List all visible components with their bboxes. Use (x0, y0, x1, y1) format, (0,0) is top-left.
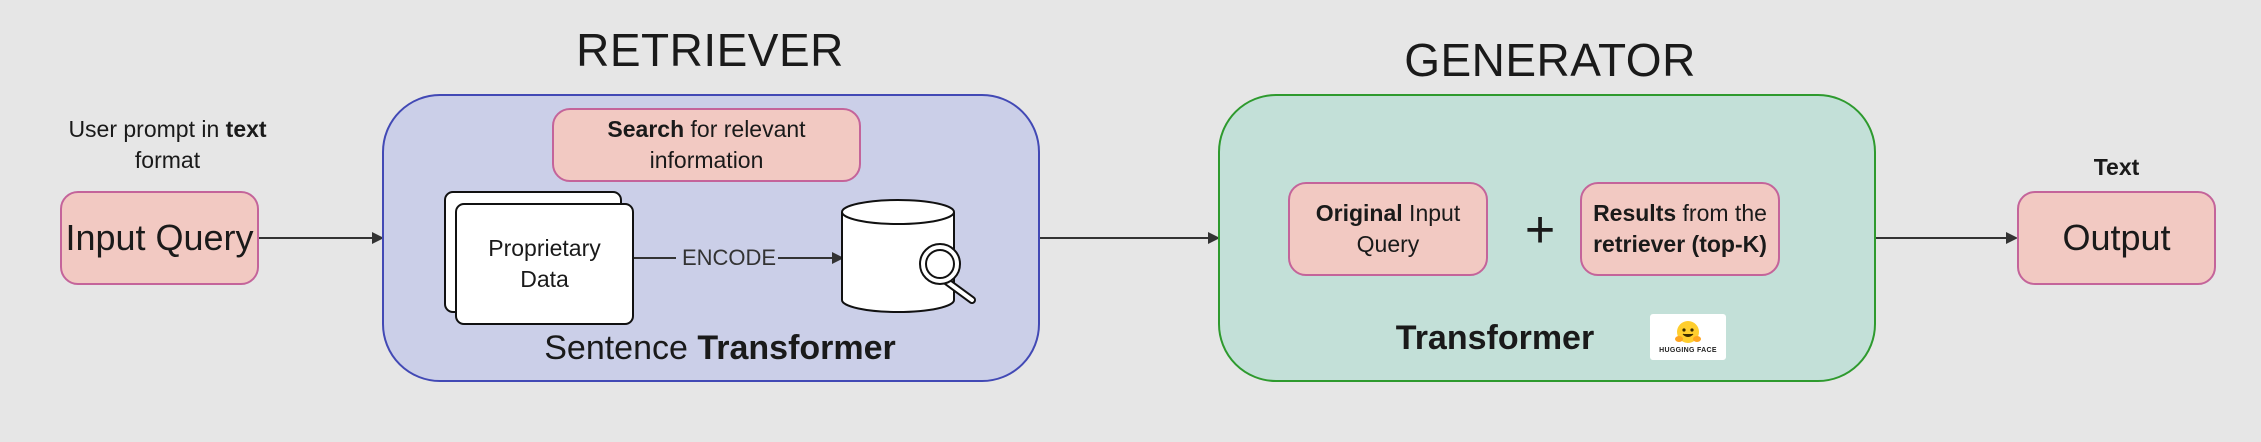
input-caption-prefix: User prompt in (68, 116, 226, 142)
generator-footer: Transformer (1395, 318, 1595, 357)
output-box: Output (2017, 191, 2216, 285)
input-caption-bold: text (225, 116, 267, 142)
results-bold: Results (1593, 200, 1677, 226)
hugging-face-icon (1675, 321, 1701, 343)
results-line2: retriever (top-K) (1593, 231, 1767, 257)
results-rest: from the (1676, 200, 1767, 226)
search-bold: Search (607, 116, 685, 142)
retriever-footer-bold: Transformer (697, 328, 896, 367)
database-search-icon (841, 199, 976, 313)
retriever-footer-plain: Sentence (544, 328, 698, 367)
original-line2: Query (1356, 231, 1420, 257)
output-label: Output (2062, 217, 2171, 258)
input-caption-suffix: format (134, 147, 201, 173)
search-line2: information (649, 147, 764, 173)
original-bold: Original (1315, 200, 1403, 226)
data-line1: Proprietary (488, 235, 601, 261)
plus-sign: + (1524, 201, 1556, 259)
data-line2: Data (520, 266, 569, 292)
hugging-face-text: HUGGING FACE (1659, 347, 1717, 354)
generator-title: GENERATOR (1404, 34, 1696, 86)
encode-label: ENCODE (681, 245, 777, 270)
input-caption: User prompt in text format (40, 112, 295, 178)
retriever-footer: Sentence Transformer (460, 326, 980, 370)
input-query-label: Input Query (65, 217, 254, 258)
search-rest: for relevant (684, 116, 806, 142)
proprietary-data-document: Proprietary Data (455, 203, 634, 325)
retriever-title: RETRIEVER (576, 24, 844, 76)
search-box: Search for relevant information (552, 108, 861, 182)
output-caption: Text (2093, 153, 2140, 180)
original-rest: Input (1402, 200, 1461, 226)
encode-arrow (634, 252, 844, 264)
results-box: Results from the retriever (top-K) (1580, 182, 1780, 276)
hugging-face-logo: HUGGING FACE (1650, 314, 1726, 360)
original-query-box: Original Input Query (1288, 182, 1488, 276)
input-query-box: Input Query (60, 191, 259, 285)
